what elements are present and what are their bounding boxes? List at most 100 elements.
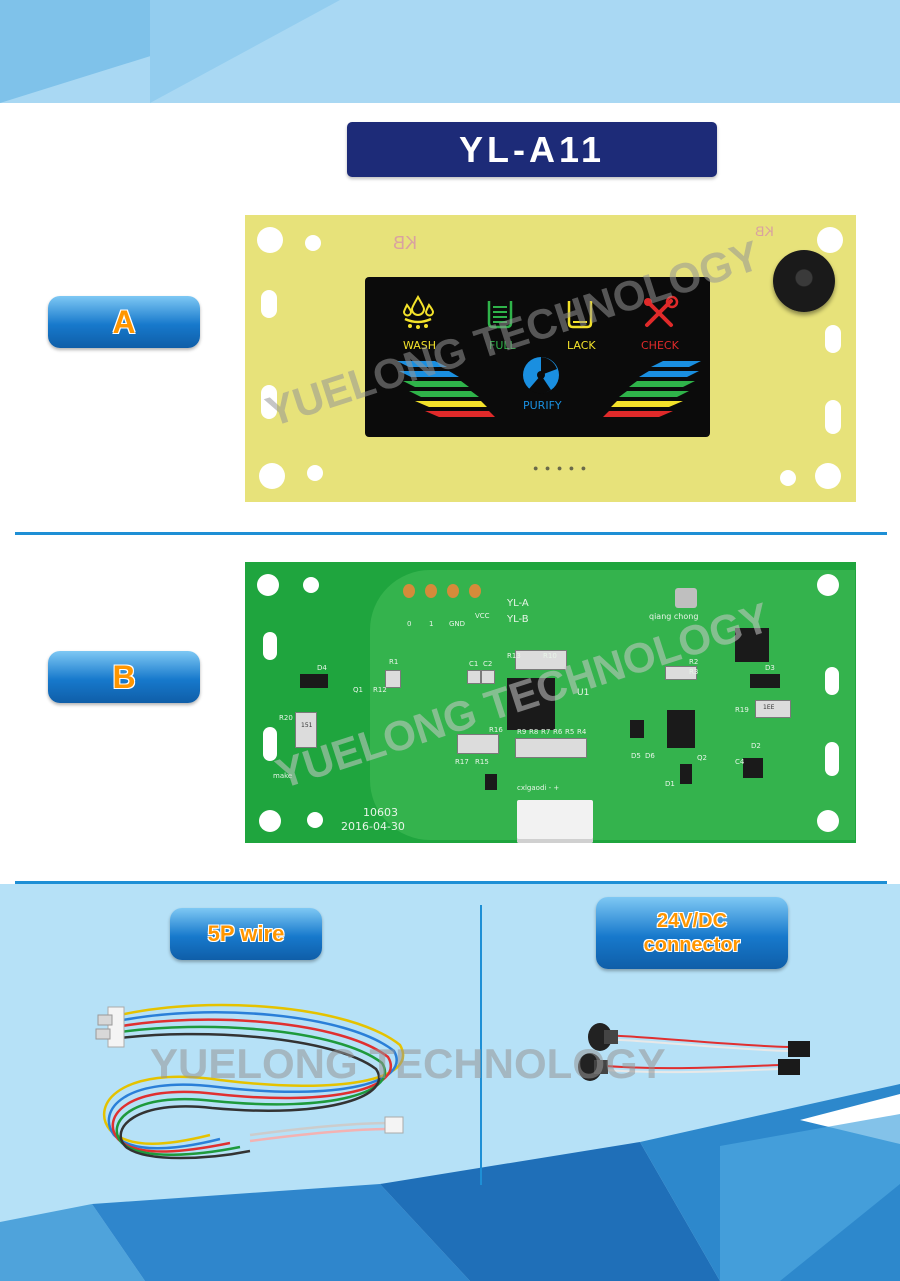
dc-connector-cables	[578, 1023, 810, 1081]
mount-slot	[825, 325, 841, 353]
lack-tank-icon	[567, 301, 593, 329]
ref-label: D2	[751, 742, 761, 750]
wash-droplets-icon	[402, 295, 435, 329]
ref-label: R20	[279, 714, 293, 722]
ref-label: D3	[765, 664, 775, 672]
ref-label: R7	[541, 728, 551, 736]
ref-label: R17	[455, 758, 469, 766]
pin-label: 0	[407, 620, 412, 628]
board-code: 10603	[363, 806, 398, 819]
ref-label: R8	[529, 728, 539, 736]
board-b-pcb: 0 1 GND VCC YL-A YL-B qiang chong cxlgao…	[245, 562, 856, 843]
smd-resistor	[665, 666, 697, 680]
mount-slot	[825, 400, 841, 434]
ref-label: R5	[565, 728, 575, 736]
connector-pins: ● ● ● ● ●	[533, 463, 589, 473]
pin-label: GND	[449, 620, 466, 628]
diode	[680, 764, 692, 784]
full-tank-icon	[487, 301, 513, 329]
ref-label: D5	[631, 752, 641, 760]
pad	[403, 584, 415, 598]
ref-label: Q2	[697, 754, 707, 762]
connector-label-line1: 24V/DC	[656, 910, 728, 932]
wire-connector	[517, 800, 593, 843]
led-display: WASH FULL LACK CHECK	[365, 277, 710, 437]
ref-label: D6	[645, 752, 655, 760]
5p-wire-harness	[95, 1003, 405, 1160]
ref-label: C1	[469, 660, 479, 668]
product-title-badge: YL-A11	[347, 122, 717, 177]
smd-resistor-array	[457, 734, 499, 754]
ref-label: R19	[735, 706, 749, 714]
mount-slot	[263, 632, 277, 660]
smd-capacitor	[467, 670, 481, 684]
diode	[300, 674, 328, 688]
diode	[743, 758, 763, 778]
check-tools-icon	[644, 295, 679, 327]
model-label: YL-B	[507, 614, 529, 625]
connector-label: cxlgaodi - +	[517, 784, 560, 792]
tactile-switch	[675, 588, 697, 608]
mount-hole	[259, 463, 285, 489]
smd-resistor	[385, 670, 401, 688]
section-a-label: A	[48, 296, 200, 348]
full-label: FULL	[489, 339, 516, 352]
purify-icon	[523, 357, 559, 394]
mount-hole	[817, 810, 839, 832]
mount-hole	[303, 577, 319, 593]
ref-label: R4	[577, 728, 587, 736]
pad	[425, 584, 437, 598]
section-separator	[480, 905, 482, 1185]
connector-label-line2: connector	[643, 934, 741, 956]
mount-hole	[780, 470, 796, 486]
mount-slot	[261, 290, 277, 318]
smd-resistor-array	[515, 650, 567, 670]
board-date: 2016-04-30	[341, 820, 405, 833]
resistor-151	[295, 712, 317, 748]
mount-slot	[825, 742, 839, 776]
transistor	[667, 710, 695, 748]
board-marking: KB	[755, 223, 774, 239]
smd-resistor-array	[515, 738, 587, 758]
ref-label: C2	[483, 660, 493, 668]
ref-label: R12	[373, 686, 387, 694]
diode	[630, 720, 644, 738]
ref-label: R2	[689, 658, 699, 666]
regulator	[735, 628, 769, 662]
mount-slot	[825, 667, 839, 695]
mount-hole	[307, 465, 323, 481]
ref-label: D1	[665, 780, 675, 788]
right-level-bars	[603, 361, 701, 417]
check-label: CHECK	[641, 339, 679, 352]
model-label: YL-A	[507, 598, 529, 609]
buzzer	[773, 250, 835, 312]
section-b-label: B	[48, 651, 200, 703]
pad	[469, 584, 481, 598]
mount-hole	[305, 235, 321, 251]
diode	[485, 774, 497, 790]
mount-hole	[817, 574, 839, 596]
divider	[15, 532, 887, 535]
ic-chip	[507, 678, 555, 730]
lack-label: LACK	[567, 339, 596, 352]
mount-hole	[257, 227, 283, 253]
ref-label: C4	[735, 758, 745, 766]
board-marking: KB	[393, 233, 418, 253]
ref-label: R13	[507, 652, 521, 660]
pad	[447, 584, 459, 598]
left-level-bars	[397, 361, 495, 417]
top-banner	[0, 0, 900, 103]
resistor-1ee	[755, 700, 791, 718]
smd-capacitor	[481, 670, 495, 684]
header-label: qiang chong	[649, 612, 699, 621]
wash-label: WASH	[403, 339, 437, 352]
ref-label: R15	[475, 758, 489, 766]
ref-label: Q1	[353, 686, 363, 694]
ref-label: 151	[301, 722, 313, 729]
background-shapes	[0, 1084, 900, 1281]
diode	[750, 674, 780, 688]
ref-label: R16	[489, 726, 503, 734]
mount-hole	[307, 812, 323, 828]
ref-label: 1EE	[763, 704, 775, 711]
wire-label: 5P wire	[170, 908, 322, 960]
